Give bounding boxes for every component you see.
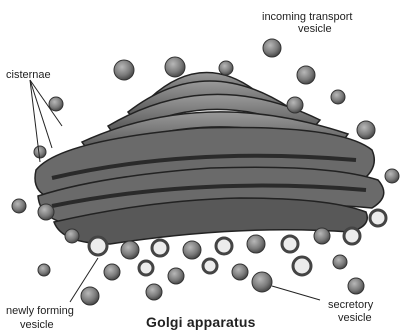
newly-forming-label-line2: vesicle [20, 320, 54, 331]
cisternae-label: cisternae [6, 70, 51, 81]
newly-forming-label-line1: newly forming [6, 306, 74, 317]
secretory-label-line2: vesicle [338, 313, 372, 324]
incoming-vesicle-label-line2: vesicle [298, 24, 332, 35]
incoming-vesicle-label-line1: incoming transport [262, 12, 353, 23]
secretory-label-line1: secretory [328, 300, 373, 311]
diagram-title: Golgi apparatus [146, 314, 256, 330]
